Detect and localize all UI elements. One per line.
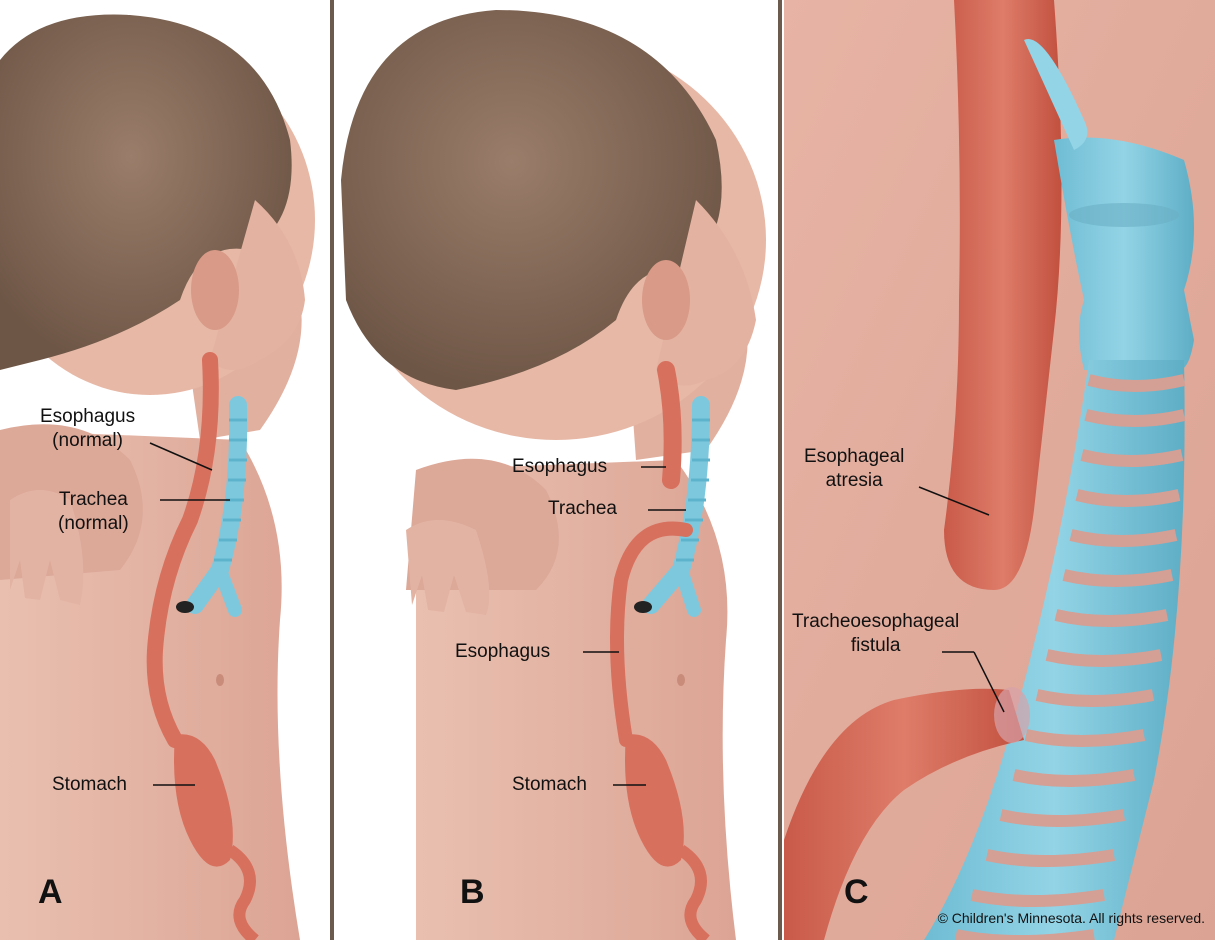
divider — [778, 0, 782, 940]
label-trachea-normal: Trachea (normal) — [58, 488, 129, 536]
label-esophagus-normal: Esophagus (normal) — [40, 405, 135, 453]
label-line: atresia — [804, 469, 904, 493]
panel-letter: A — [38, 875, 63, 909]
copyright-notice: © Children's Minnesota. All rights reser… — [938, 910, 1205, 926]
label-trachea: Trachea — [548, 497, 617, 521]
label-line: (normal) — [40, 429, 135, 453]
panel-a-illustration — [0, 0, 330, 940]
panel-b: Esophagus Trachea Esophagus Stomach B — [336, 0, 776, 940]
ear-icon — [642, 260, 690, 340]
label-line: fistula — [792, 634, 959, 658]
label-esophagus-upper: Esophagus — [512, 455, 607, 479]
divider — [330, 0, 334, 940]
panel-letter: C — [844, 875, 869, 909]
esophagus-upper-pouch — [666, 370, 673, 480]
navel — [216, 674, 224, 686]
navel — [677, 674, 685, 686]
label-line: Trachea — [58, 488, 129, 512]
label-line: (normal) — [58, 512, 129, 536]
label-esophagus-lower: Esophagus — [455, 640, 550, 664]
panel-letter: B — [460, 875, 485, 909]
label-stomach: Stomach — [512, 773, 587, 797]
ear-icon — [191, 250, 239, 330]
label-stomach: Stomach — [52, 773, 127, 797]
label-line: Esophageal — [804, 445, 904, 469]
panel-c: Esophageal atresia Tracheoesophageal fis… — [784, 0, 1215, 940]
panel-a: Esophagus (normal) Trachea (normal) Stom… — [0, 0, 330, 940]
label-line: Tracheoesophageal — [792, 610, 959, 634]
label-line: Esophagus — [40, 405, 135, 429]
label-tracheoesophageal-fistula: Tracheoesophageal fistula — [792, 610, 959, 658]
label-esophageal-atresia: Esophageal atresia — [804, 445, 904, 493]
